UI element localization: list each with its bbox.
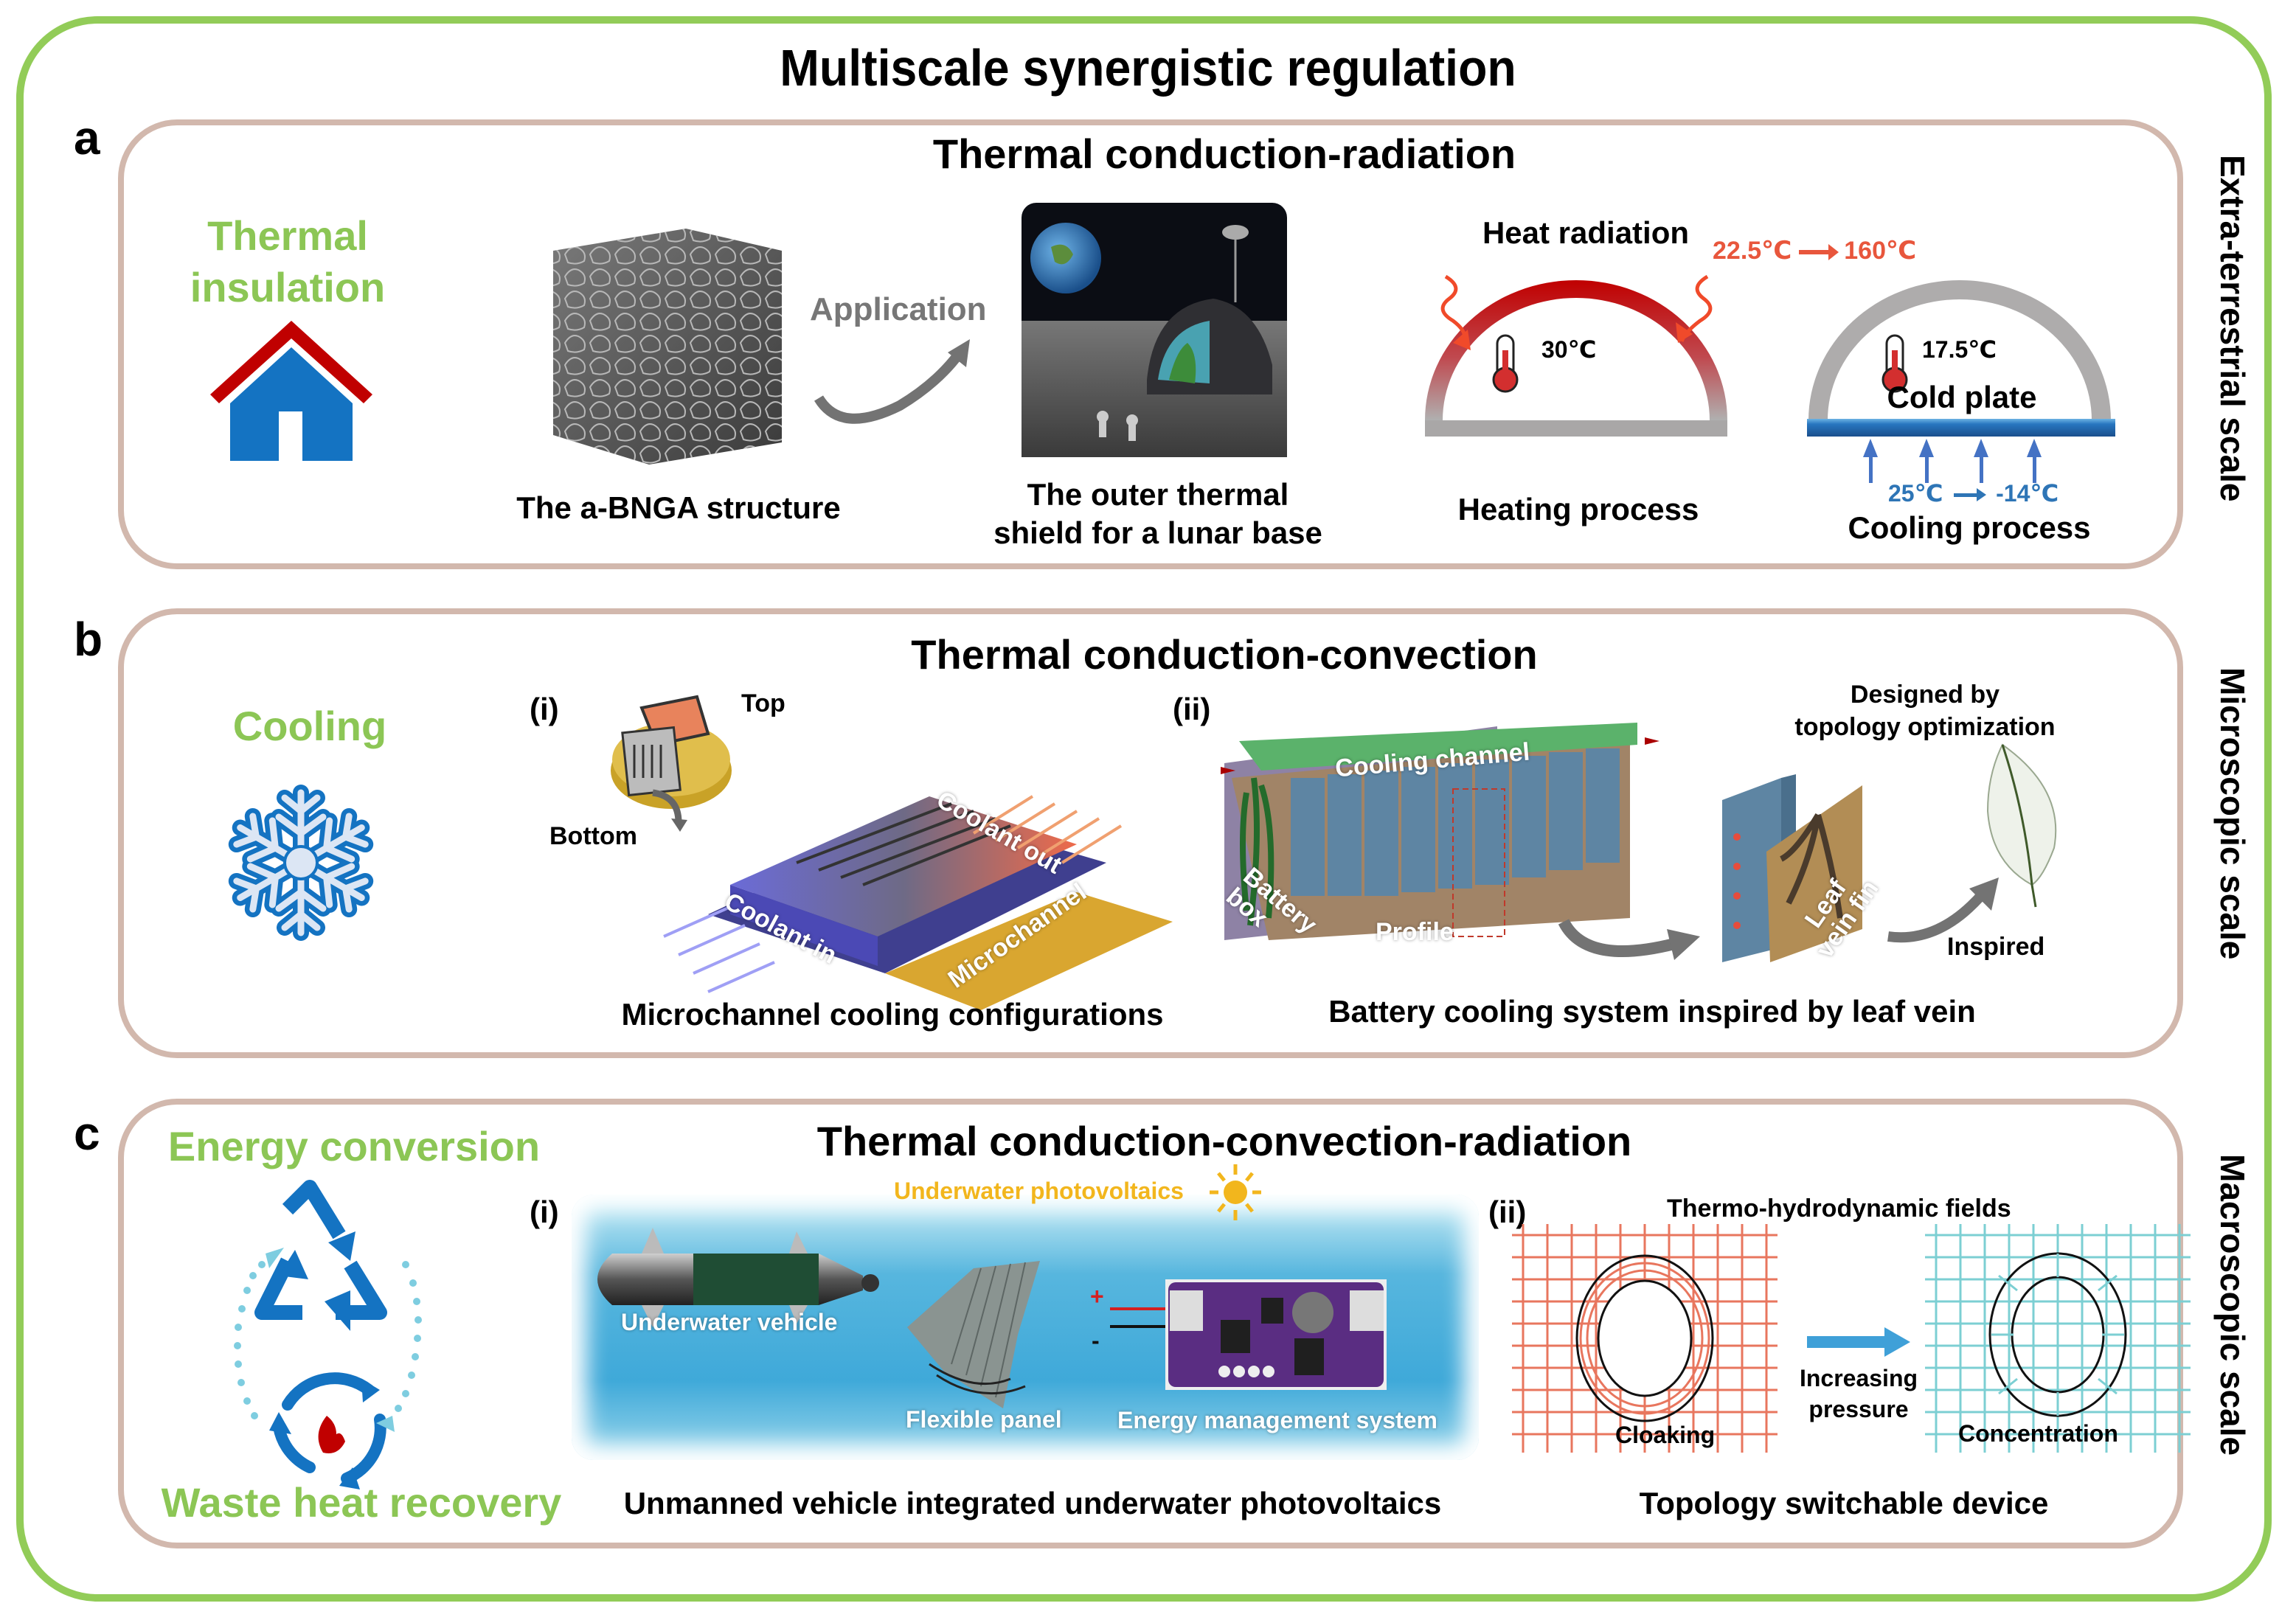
upward-arrows-icon [1863,439,2042,483]
underwater-pv-caption: Unmanned vehicle integrated underwater p… [623,1486,1442,1520]
lunar-caption-line2: shield for a lunar base [993,515,1322,550]
cooling-label: Cooling [232,703,387,749]
thermometer-icon [1492,334,1519,393]
inspired-label: Inspired [1947,933,2045,961]
pressure-line2: pressure [1808,1396,1909,1422]
cooling-temp-from: 25℃ [1888,480,1943,507]
cooling-temp-to: -14℃ [1996,480,2059,507]
snowflake-icon [227,785,375,944]
arrow-right-icon [1798,244,1839,261]
leaf-icon [1986,743,2057,908]
waste-heat-recovery-label: Waste heat recovery [161,1479,562,1526]
battery-cooling-caption: Battery cooling system inspired by leaf … [1328,994,1976,1029]
ems-label: Energy management system [1117,1407,1437,1433]
curved-arrow-icon [1887,877,1999,943]
application-label: Application [810,291,987,327]
increasing-pressure-label: Increasing pressure [1778,1363,1940,1425]
a-bnga-caption: The a-BNGA structure [516,490,841,525]
panel-c-title: Thermal conduction-convection-radiation [816,1118,1632,1164]
panel-b-sub-ii-marker: (ii) [1173,692,1211,726]
panel-a-scale-label: Extra-terrestrial scale [2213,155,2252,502]
thermo-hydrodynamic-label: Thermo-hydrodynamic fields [1667,1195,2011,1223]
curved-arrow-icon [652,789,687,832]
underwater-vehicle-label: Underwater vehicle [621,1309,838,1335]
flame-icon [318,1416,345,1453]
positive-wire [1110,1307,1168,1310]
underwater-pv-label: Underwater photovoltaics [894,1178,1184,1204]
cooling-internal-temp: 17.5℃ [1922,336,1997,363]
energy-conversion-label: Energy conversion [167,1123,541,1169]
designed-by-label: Designed by topology optimization [1770,678,2080,743]
cloaking-label: Cloaking [1615,1422,1716,1448]
panel-a-title: Thermal conduction-radiation [932,131,1516,177]
pressure-line1: Increasing [1799,1365,1918,1391]
heating-internal-temp: 30℃ [1541,336,1597,363]
panel-c-sub-ii-marker: (ii) [1488,1195,1527,1229]
house-icon [210,321,372,461]
microchannel-caption: Microchannel cooling configurations [621,997,1164,1032]
battery-box-image [1221,723,1659,940]
external-temp-to: 160℃ [1844,237,1917,265]
heat-radiation-label: Heat radiation [1482,215,1690,250]
external-temp-range: 22.5℃ 160℃ [1713,236,1916,265]
microchannel-device-image [663,795,1173,1010]
panel-a [118,119,2183,569]
panel-b-scale-label: Microscopic scale [2213,667,2252,960]
curved-arrow-icon [1558,919,1700,960]
negative-wire [1110,1325,1168,1328]
designed-by-line1: Designed by [1850,681,2000,709]
right-arrow-icon [1807,1327,1910,1357]
application-arrow-icon [814,339,970,424]
panel-b [118,608,2183,1058]
sun-icon [1210,1164,1261,1220]
heating-process-caption: Heating process [1457,492,1699,526]
top-label: Top [741,689,785,717]
designed-by-line2: topology optimization [1794,713,2056,741]
panel-b-title: Thermal conduction-convection [911,631,1538,678]
energy-management-board-image [1165,1279,1387,1390]
radiation-wave-icon [1440,274,1467,342]
panel-c-letter: c [74,1107,100,1160]
leaf-vein-fin-image [1722,774,1862,962]
cloaking-field-diagram [1512,1224,1778,1453]
panel-a-letter: a [74,111,100,164]
chip-on-coin-image [611,695,732,809]
cooling-temp-range: 25℃ -14℃ [1888,479,2059,507]
lunar-caption-line1: The outer thermal [1027,477,1289,512]
arrow-right-icon [1954,488,1987,502]
panel-b-letter: b [74,613,103,666]
figure-title: Multiscale synergistic regulation [780,39,1516,97]
concentration-field-diagram [1925,1224,2191,1453]
concentration-label: Concentration [1958,1420,2118,1447]
thermal-insulation-label: Thermal insulation [190,212,386,310]
panel-c-scale-label: Macroscopic scale [2213,1154,2252,1456]
topology-switchable-caption: Topology switchable device [1639,1486,2049,1520]
flexible-panel-label: Flexible panel [906,1406,1062,1433]
cold-plate-label: Cold plate [1887,380,2037,414]
a-bnga-structure-image [553,229,782,465]
underwater-vehicle-image [597,1228,879,1327]
cooling-dome-diagram [1807,280,2115,483]
cooling-process-caption: Cooling process [1848,510,2091,545]
energy-cycle-diagram [234,1180,422,1489]
thermometer-icon [1881,334,1908,393]
outer-frame [16,16,2272,1602]
lunar-base-image [1022,203,1287,457]
bottom-label: Bottom [549,822,637,850]
plus-sign: + [1090,1283,1104,1310]
external-temp-from: 22.5℃ [1713,237,1792,265]
dotted-cycle-arrow-icon [234,1248,422,1432]
flexible-panel-image [907,1261,1040,1408]
panel-c-sub-i-marker: (i) [530,1195,559,1229]
panel-b-sub-i-marker: (i) [530,692,559,726]
lunar-base-caption: The outer thermal shield for a lunar bas… [974,476,1342,552]
minus-sign: - [1092,1327,1100,1354]
profile-label: Profile [1376,918,1454,946]
heating-dome-diagram [1425,274,1727,437]
